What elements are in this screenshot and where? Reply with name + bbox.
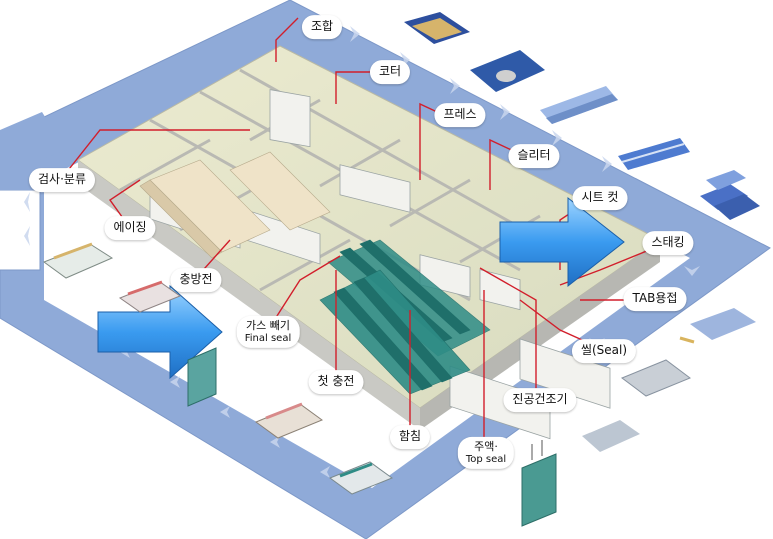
label-sheet-cut: 시트 컷 <box>572 186 628 210</box>
thumbnail-slit-strips <box>618 138 690 170</box>
flow-arrow-left <box>97 284 223 380</box>
label-seal: 씰(Seal) <box>571 339 637 363</box>
flow-arrow-right <box>499 196 625 288</box>
label-vacuum-dryer: 진공건조기 <box>503 388 577 412</box>
thumbnail-cut-sheets <box>700 170 760 220</box>
thumbnail-coated-roll <box>470 50 545 92</box>
label-degas-final-seal: 가스 빼기 Final seal <box>236 315 300 349</box>
thumbnail-aging-rack <box>42 242 114 279</box>
thumbnail-final-seal-cell <box>187 347 217 407</box>
label-press: 프레스 <box>434 103 486 127</box>
label-tab-welding: TAB용접 <box>623 287 687 311</box>
label-inspection-sorting: 검사·분류 <box>29 168 95 192</box>
thumbnail-stacked-cell <box>679 308 756 344</box>
label-injection-line1: 주액· <box>474 439 498 453</box>
label-degas-line2: Final seal <box>244 332 292 344</box>
label-injection-top-seal: 주액· Top seal <box>457 436 515 470</box>
thumbnail-charge-rack <box>118 280 182 313</box>
label-impregnation: 함침 <box>389 425 431 449</box>
thumbnail-injection-cell <box>521 440 557 527</box>
factory-floor-plan <box>77 45 661 440</box>
thumbnail-electrode-foil <box>404 12 470 44</box>
label-slitter: 슬리터 <box>508 144 560 168</box>
thumbnail-impregnation-tray <box>328 461 394 495</box>
label-charge-discharge: 충방전 <box>170 268 222 292</box>
label-aging: 에이징 <box>104 216 156 240</box>
label-first-charge: 첫 충전 <box>308 370 364 394</box>
thumbnail-first-charge-tray <box>254 402 324 439</box>
label-coater: 코터 <box>369 60 411 84</box>
thumbnail-pressed-sheets <box>540 86 618 124</box>
label-stacking: 스태킹 <box>642 231 694 255</box>
label-degas-line1: 가스 빼기 <box>246 318 290 332</box>
thumbnail-welded-pouch <box>620 359 692 397</box>
label-combine: 조합 <box>301 15 343 39</box>
label-injection-line2: Top seal <box>465 453 507 465</box>
thumbnail-sealed-pouch <box>582 417 640 452</box>
